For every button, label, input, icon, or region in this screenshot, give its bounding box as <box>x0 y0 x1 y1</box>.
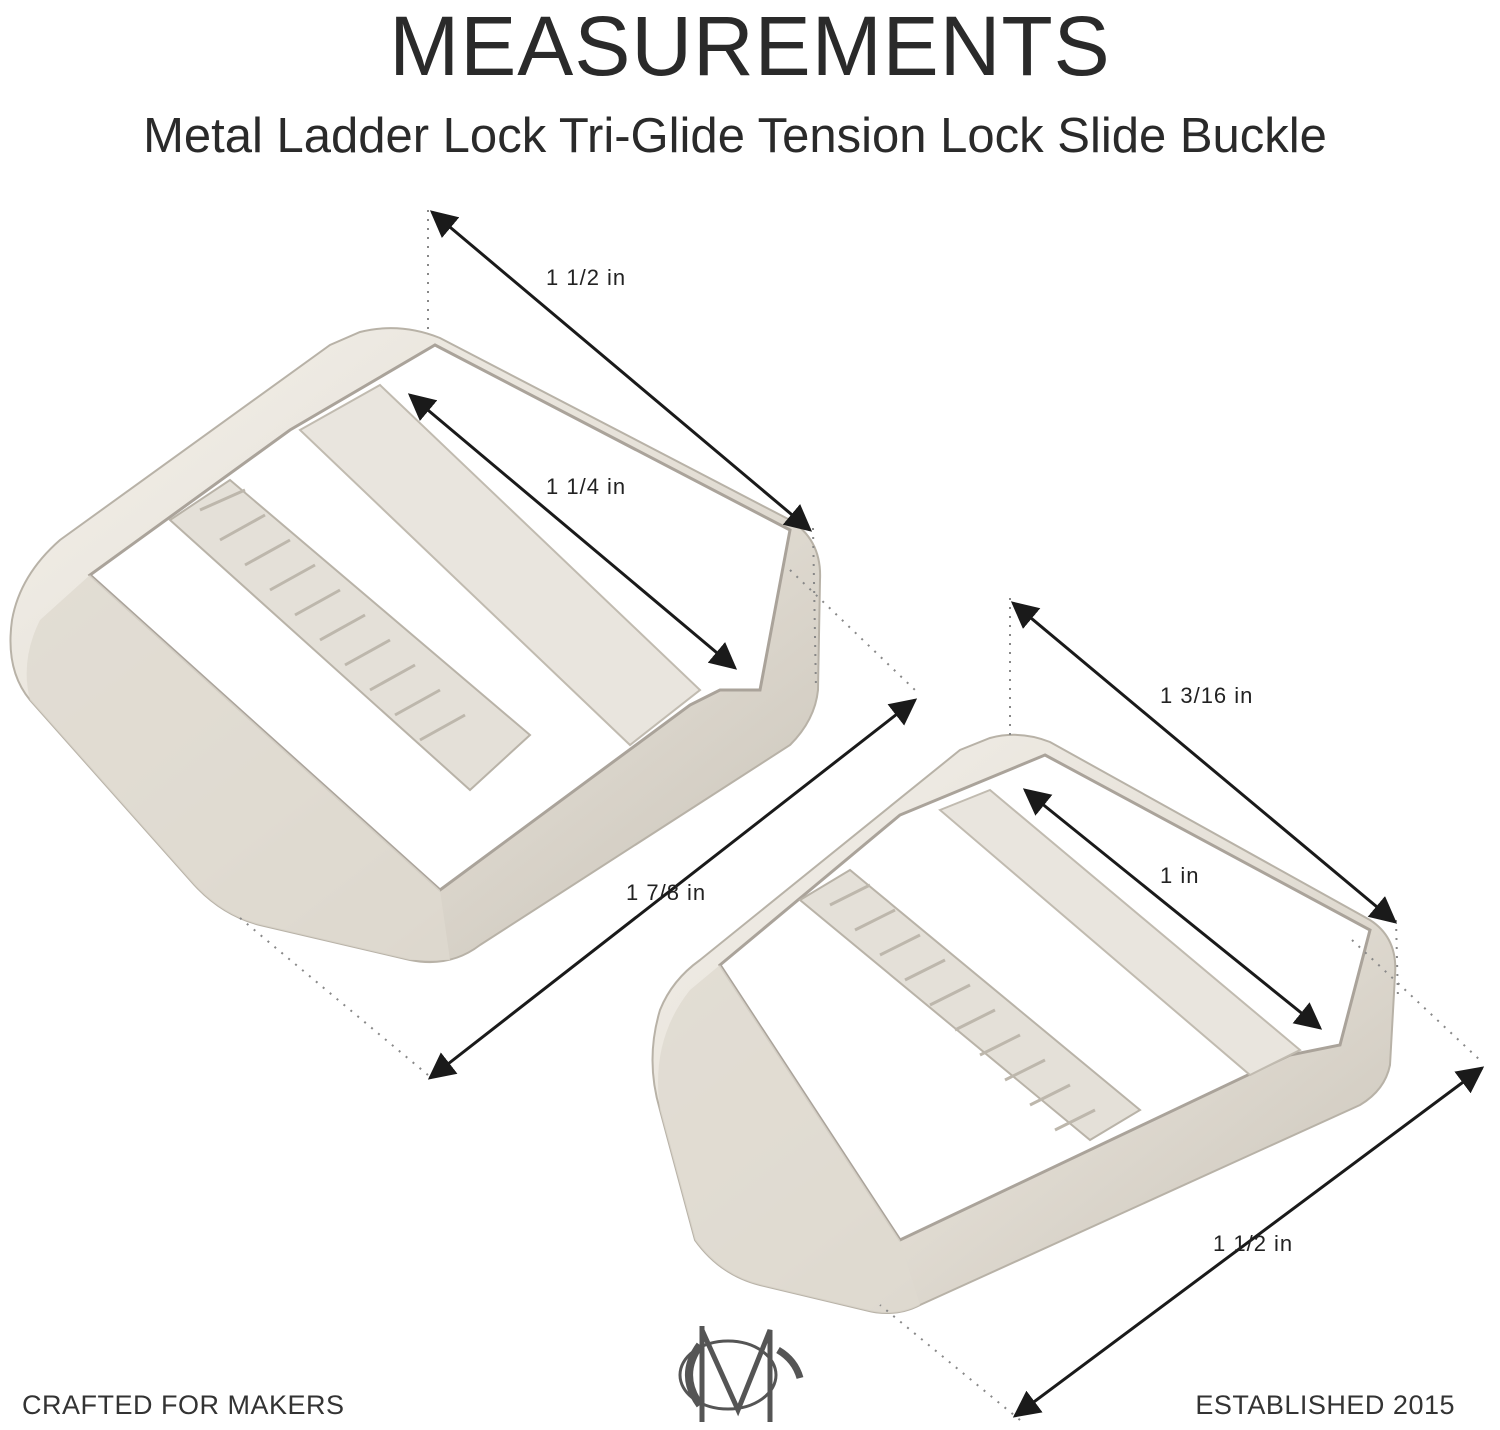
large-length-label: 1 7/8 in <box>626 880 707 905</box>
guide-lines <box>239 210 1483 1421</box>
small-length-label: 1 1/2 in <box>1213 1231 1294 1256</box>
page-title: MEASUREMENTS <box>389 0 1111 93</box>
arrow-large-outer-width <box>429 210 813 532</box>
brand-logo <box>678 1326 804 1422</box>
small-buckle <box>651 733 1397 1315</box>
small-outer-width-label: 1 3/16 in <box>1160 683 1254 708</box>
footer-tagline: CRAFTED FOR MAKERS <box>22 1390 345 1420</box>
large-outer-width-label: 1 1/2 in <box>546 265 627 290</box>
arrow-small-length <box>1012 1066 1485 1418</box>
small-inner-width-label: 1 in <box>1160 863 1200 888</box>
large-inner-width-label: 1 1/4 in <box>546 474 627 499</box>
arrow-small-inner-width <box>1022 788 1323 1030</box>
arrow-large-length <box>427 698 918 1080</box>
footer-established: ESTABLISHED 2015 <box>1195 1390 1455 1420</box>
page-subtitle: Metal Ladder Lock Tri-Glide Tension Lock… <box>143 109 1327 163</box>
arrow-small-outer-width <box>1010 601 1398 924</box>
arrow-large-inner-width <box>407 393 738 670</box>
dimension-arrows <box>407 210 1485 1418</box>
